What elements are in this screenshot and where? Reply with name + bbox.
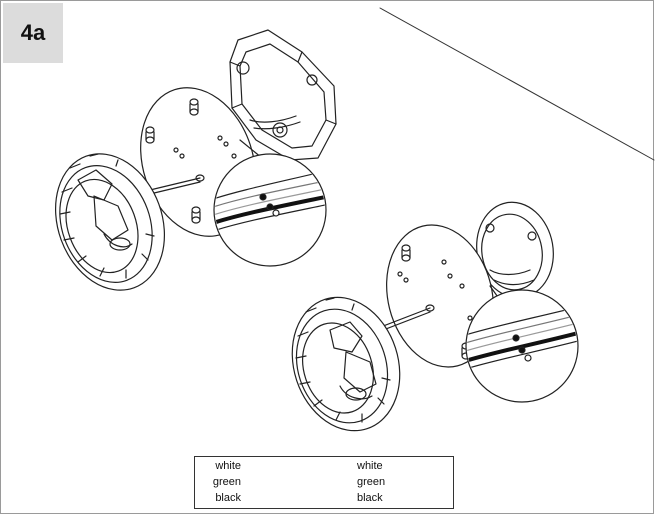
ceiling-edge-line [379, 7, 655, 161]
upper-screw-line [149, 177, 201, 191]
octagon-junction-box [229, 29, 337, 161]
legend-right-black: black [357, 492, 383, 504]
upper-screw-line-2 [149, 181, 201, 195]
legend-right-green: green [357, 476, 386, 488]
legend-left-green: green [212, 476, 241, 488]
step-label: 4a [20, 20, 46, 45]
upper-assembly [54, 29, 337, 291]
legend-left-black: black [215, 492, 241, 504]
legend-left-white: white [215, 460, 241, 472]
lower-assembly [291, 201, 579, 432]
upper-fixture-housing [54, 153, 166, 291]
wire-legend: white green black white green black [194, 456, 454, 509]
step-badge: 4a [3, 3, 63, 63]
lower-fixture-housing [291, 296, 401, 432]
upper-wire-callout [213, 153, 327, 267]
lower-screw-line [377, 307, 431, 329]
lower-wire-callout [465, 289, 579, 403]
legend-right-white: white [357, 460, 383, 472]
lower-mounting-plate [386, 224, 494, 368]
